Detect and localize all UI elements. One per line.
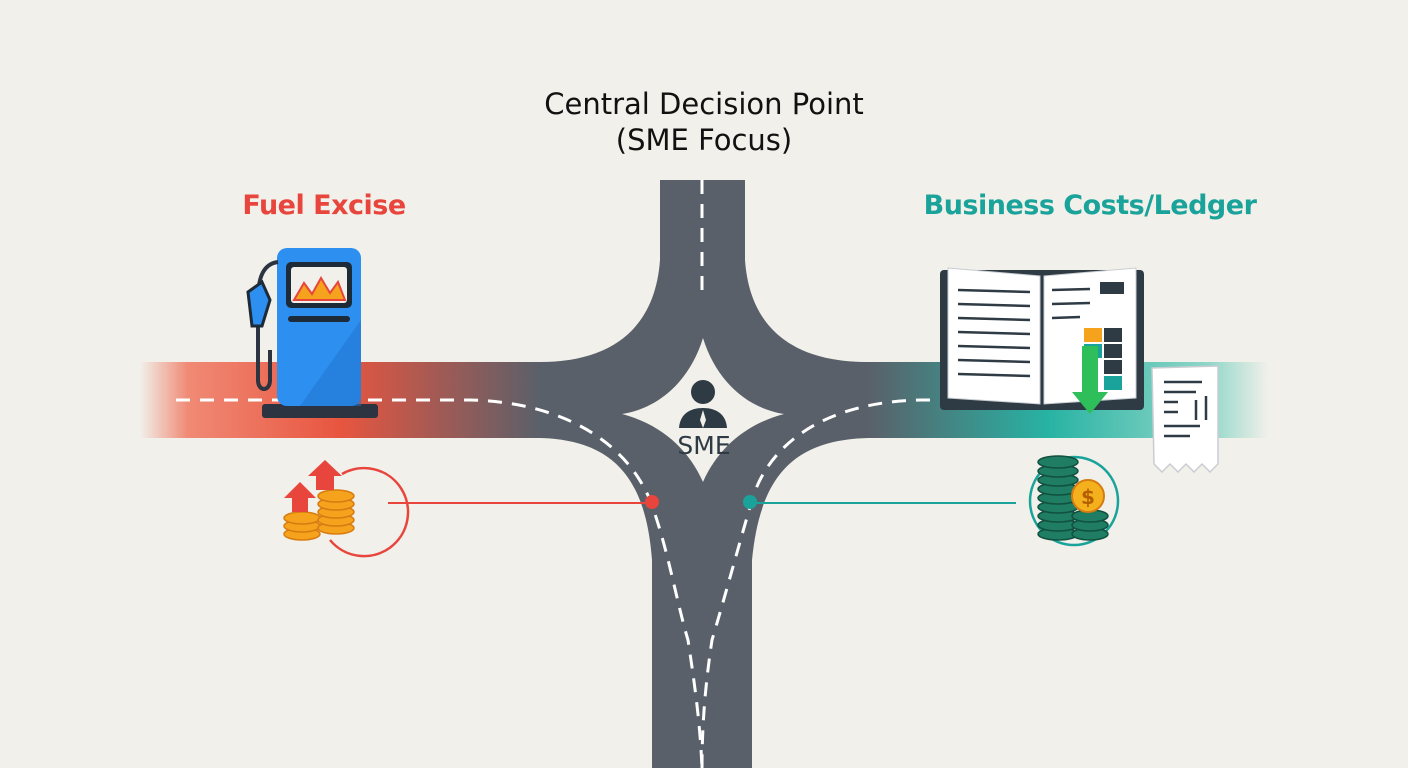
lane-markings <box>176 180 1050 768</box>
diagram-subtitle: (SME Focus) <box>615 123 793 157</box>
ledger-book-icon <box>940 267 1144 414</box>
diagram-title: Central Decision Point <box>544 87 864 121</box>
receipt-icon <box>1151 365 1219 474</box>
sme-label: SME <box>677 431 731 460</box>
left-connector-dot <box>645 495 659 509</box>
connectors <box>388 495 1016 509</box>
rising-coins-icon <box>283 460 410 558</box>
business-costs-label: Business Costs/Ledger <box>923 190 1257 221</box>
person-icon <box>679 380 727 428</box>
right-connector-dot <box>743 495 757 509</box>
fuel-excise-label: Fuel Excise <box>242 190 406 221</box>
svg-text:$: $ <box>1081 485 1095 509</box>
fuel-pump-icon <box>246 248 378 418</box>
coin-stack-dollar-icon: $ <box>1028 455 1120 547</box>
